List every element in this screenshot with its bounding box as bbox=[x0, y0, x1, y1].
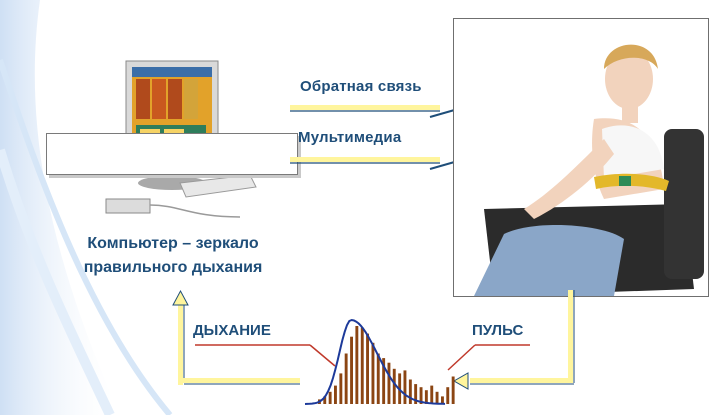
chart-bar bbox=[446, 387, 450, 404]
chart-bar bbox=[414, 384, 418, 404]
chart-bar bbox=[403, 370, 407, 404]
chart-bar bbox=[334, 385, 337, 404]
chart-bar bbox=[387, 362, 391, 404]
caption-line-2: правильного дыхания bbox=[83, 259, 263, 276]
chart-bar bbox=[419, 387, 423, 404]
patient-illustration bbox=[474, 44, 704, 296]
chart-bar bbox=[382, 358, 386, 404]
caption-line-1: Компьютер – зеркало bbox=[87, 235, 259, 252]
patient-photo bbox=[453, 18, 709, 297]
multimedia-label: Мультимедиа bbox=[298, 129, 402, 146]
chart-bar bbox=[408, 379, 412, 404]
chart-bar bbox=[451, 376, 455, 404]
pulse-label: ПУЛЬС bbox=[472, 322, 524, 339]
chart-bar bbox=[328, 391, 332, 404]
chart-bar bbox=[344, 353, 348, 404]
chart-bar bbox=[424, 390, 428, 404]
chart-bar bbox=[350, 336, 353, 404]
distribution-curve bbox=[304, 318, 446, 405]
placeholder-banner bbox=[46, 133, 298, 175]
chart-bar bbox=[371, 342, 375, 404]
chart-bar bbox=[435, 391, 439, 404]
chart-bar bbox=[360, 327, 364, 404]
chart-bar bbox=[339, 373, 343, 404]
chart-bar bbox=[366, 333, 369, 404]
chart-bar bbox=[323, 396, 327, 404]
chart-bar bbox=[392, 368, 396, 404]
chart-bar bbox=[355, 326, 359, 404]
breathing-label: ДЫХАНИЕ bbox=[193, 322, 271, 339]
chart-bar bbox=[376, 353, 380, 404]
computer-caption: Компьютер – зеркало правильного дыхания bbox=[48, 232, 298, 280]
pointer-lines bbox=[195, 344, 530, 371]
feedback-loop bbox=[172, 289, 575, 390]
feedback-label: Обратная связь bbox=[300, 78, 422, 95]
breathing-pulse-chart bbox=[304, 318, 455, 405]
chart-bar bbox=[430, 385, 434, 404]
chart-bar bbox=[441, 396, 444, 404]
arrows-group bbox=[290, 105, 459, 170]
